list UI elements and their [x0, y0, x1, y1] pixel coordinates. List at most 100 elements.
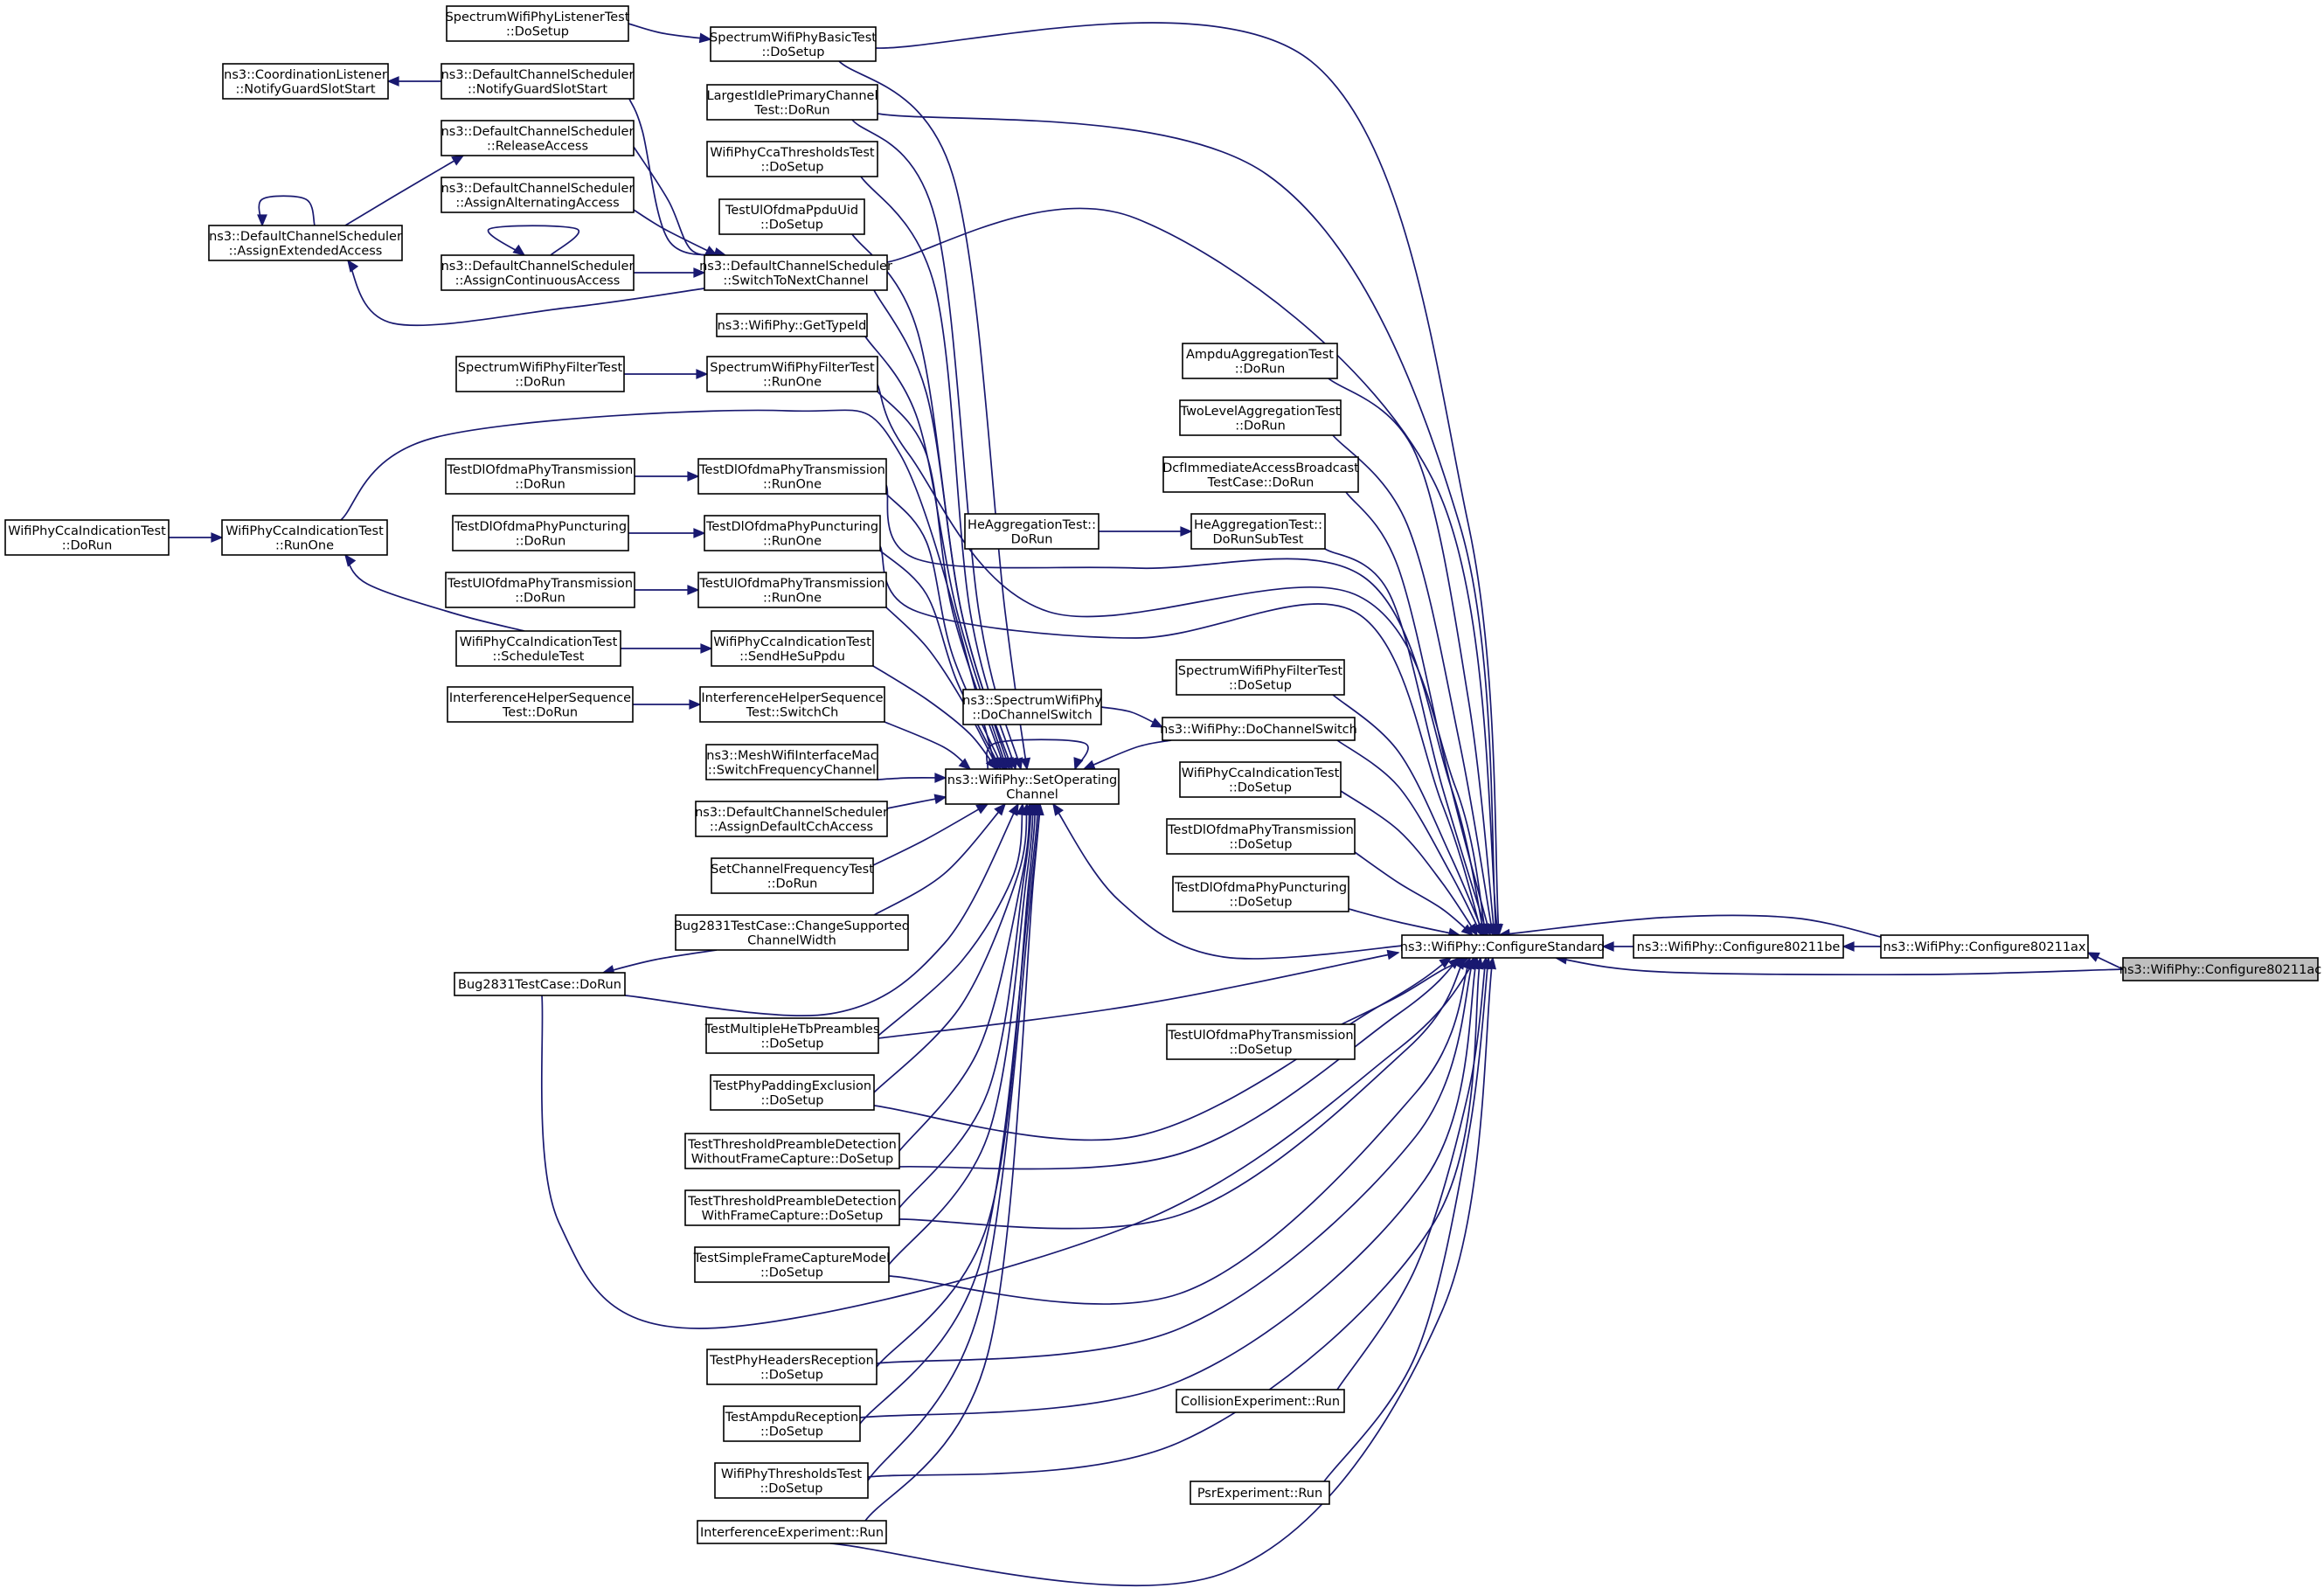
- graph-node-CcaIndDoRun[interactable]: WifiPhyCcaIndicationTest::DoRun: [4, 519, 170, 556]
- edge-AmpduAgg-to-ConfStd: [1328, 378, 1495, 936]
- node-label-line: TestAmpduReception: [725, 1411, 858, 1425]
- graph-node-AmpduAgg[interactable]: AmpduAggregationTest::DoRun: [1182, 343, 1338, 379]
- edge-WPDoChSwitch-to-ConfStd: [1336, 739, 1482, 936]
- edge-CcaSched-to-CcaIndRunOne: [344, 554, 525, 632]
- graph-node-UlPpduUid[interactable]: TestUlOfdmaPpduUid::DoSetup: [718, 198, 865, 235]
- graph-node-MeshSwitch[interactable]: ns3::MeshWifiInterfaceMac::SwitchFrequen…: [705, 744, 878, 780]
- graph-node-UlTxRunOne[interactable]: TestUlOfdmaPhyTransmission::RunOne: [697, 572, 887, 608]
- graph-node-DCSAssignDef[interactable]: ns3::DefaultChannelScheduler::AssignDefa…: [695, 801, 888, 837]
- graph-node-CcaThreshSetup[interactable]: WifiPhyCcaThresholdsTest::DoSetup: [706, 141, 878, 177]
- graph-node-AmpduRx[interactable]: TestAmpduReception::DoSetup: [723, 1405, 861, 1442]
- node-label-line: ns3::WifiPhy::ConfigureStandard: [1400, 940, 1605, 954]
- graph-node-WPDoChSwitch[interactable]: ns3::WifiPhy::DoChannelSwitch: [1160, 717, 1357, 741]
- graph-node-SWPListenerSetup[interactable]: SpectrumWifiPhyListenerTest::DoSetup: [446, 5, 630, 42]
- graph-node-Conf11be[interactable]: ns3::WifiPhy::Configure80211be: [1633, 934, 1844, 959]
- graph-node-SWPFilterRunOne[interactable]: SpectrumWifiPhyFilterTest::RunOne: [706, 356, 878, 392]
- graph-node-GetTypeId[interactable]: ns3::WifiPhy::GetTypeId: [716, 313, 868, 337]
- graph-node-CcaSendHe[interactable]: WifiPhyCcaIndicationTest::SendHeSuPpdu: [711, 630, 874, 667]
- node-label-line: ::DoSetup: [1229, 895, 1292, 909]
- edge-ThreshNoCap-to-ConfStd: [898, 957, 1460, 1170]
- graph-node-CcaSched[interactable]: WifiPhyCcaIndicationTest::ScheduleTest: [455, 630, 621, 667]
- graph-node-DlPuncDoRun[interactable]: TestDlOfdmaPhyPuncturing::DoRun: [452, 515, 629, 551]
- graph-node-ConfStd[interactable]: ns3::WifiPhy::ConfigureStandard: [1400, 934, 1605, 959]
- graph-node-CcaIndRunOne[interactable]: WifiPhyCcaIndicationTest::RunOne: [221, 519, 388, 556]
- node-label-line: TestThresholdPreambleDetection: [687, 1195, 897, 1209]
- graph-node-Conf11ax[interactable]: ns3::WifiPhy::Configure80211ax: [1880, 934, 2089, 959]
- node-label-line: TestDlOfdmaPhyTransmission: [698, 463, 885, 477]
- edge-DCSSwitchNext-to-DCSAssignExt: [347, 260, 705, 327]
- node-label-line: DoRun: [1011, 532, 1053, 546]
- arrowhead-DlTxSetup-to-ConfStd: [1460, 924, 1474, 937]
- graph-node-Bug2831Change[interactable]: Bug2831TestCase::ChangeSupportedChannelW…: [674, 914, 910, 951]
- graph-node-SetChFreq[interactable]: SetChannelFrequencyTest::DoRun: [711, 857, 874, 894]
- node-box: [1190, 513, 1326, 550]
- graph-node-HeAggSub[interactable]: HeAggregationTest::DoRunSubTest: [1190, 513, 1326, 550]
- edge-InterfExp-to-ConfStd: [829, 957, 1494, 1587]
- node-box: [695, 801, 888, 837]
- node-box: [945, 768, 1120, 805]
- graph-node-UlTxSetup[interactable]: TestUlOfdmaPhyTransmission::DoSetup: [1166, 1023, 1356, 1060]
- node-box: [4, 519, 170, 556]
- graph-node-TwoLevelAgg[interactable]: TwoLevelAggregationTest::DoRun: [1179, 399, 1342, 436]
- graph-node-ThreshNoCap[interactable]: TestThresholdPreambleDetectionWithoutFra…: [684, 1133, 900, 1169]
- node-box: [445, 458, 635, 495]
- graph-node-DlTxSetup[interactable]: TestDlOfdmaPhyTransmission::DoSetup: [1166, 818, 1356, 855]
- graph-node-DlPuncSetup[interactable]: TestDlOfdmaPhyPuncturing::DoSetup: [1172, 876, 1349, 912]
- node-label-line: TestUlOfdmaPpduUid: [725, 204, 858, 218]
- graph-node-SWPFilterDoRun[interactable]: SpectrumWifiPhyFilterTest::DoRun: [455, 356, 625, 392]
- node-label-line: ::DoSetup: [1229, 678, 1292, 692]
- graph-node-InterfExp[interactable]: InterferenceExperiment::Run: [697, 1520, 887, 1544]
- node-box: [1182, 343, 1338, 379]
- graph-node-PhyHeaders[interactable]: TestPhyHeadersReception::DoSetup: [706, 1349, 878, 1385]
- arrowhead-SWPFilterDoRun-to-SWPFilterRunOne: [696, 369, 709, 379]
- arrowhead-CcaIndDoRun-to-CcaIndRunOne: [211, 532, 224, 543]
- graph-node-SWPDoChSwitch[interactable]: ns3::SpectrumWifiPhy::DoChannelSwitch: [962, 689, 1102, 725]
- node-label-line: ns3::MeshWifiInterfaceMac: [706, 749, 877, 763]
- edge-ThreshCap-to-SetOpCh: [898, 803, 1032, 1209]
- graph-node-UlTxDoRun[interactable]: TestUlOfdmaPhyTransmission::DoRun: [445, 572, 635, 608]
- graph-node-DCSSwitchNext[interactable]: ns3::DefaultChannelScheduler::SwitchToNe…: [699, 254, 892, 291]
- graph-node-HeAggDoRun[interactable]: HeAggregationTest::DoRun: [964, 513, 1100, 550]
- graph-node-PhyPadding[interactable]: TestPhyPaddingExclusion::DoSetup: [710, 1074, 875, 1111]
- node-box: [452, 515, 629, 551]
- graph-node-Conf11ac[interactable]: ns3::WifiPhy::Configure80211ac: [2119, 957, 2321, 981]
- graph-node-DlTxRunOne[interactable]: TestDlOfdmaPhyTransmission::RunOne: [697, 458, 887, 495]
- graph-node-CoordListener[interactable]: ns3::CoordinationListener::NotifyGuardSl…: [222, 63, 389, 100]
- node-label-line: ::DoSetup: [760, 1093, 823, 1107]
- graph-node-PhyThresholds[interactable]: WifiPhyThresholdsTest::DoSetup: [714, 1462, 869, 1499]
- graph-node-DlTxDoRun[interactable]: TestDlOfdmaPhyTransmission::DoRun: [445, 458, 635, 495]
- node-label-line: Channel: [1006, 787, 1058, 801]
- node-box: [699, 686, 885, 723]
- node-label-line: ns3::SpectrumWifiPhy: [962, 694, 1102, 708]
- graph-node-SWPFilterSetup[interactable]: SpectrumWifiPhyFilterTest::DoSetup: [1176, 659, 1345, 696]
- graph-node-DCSAssignExt[interactable]: ns3::DefaultChannelScheduler::AssignExte…: [208, 225, 403, 261]
- graph-node-Bug2831DoRun[interactable]: Bug2831TestCase::DoRun: [454, 972, 626, 996]
- graph-node-DCSAssignCont[interactable]: ns3::DefaultChannelScheduler::AssignCont…: [441, 254, 635, 291]
- node-label-line: HeAggregationTest::: [968, 518, 1096, 532]
- graph-node-PsrExp[interactable]: PsrExperiment::Run: [1190, 1481, 1330, 1505]
- graph-node-DlPuncRunOne[interactable]: TestDlOfdmaPhyPuncturing::RunOne: [704, 515, 881, 551]
- edge-DlPuncRunOne-to-SetOpCh: [879, 550, 1002, 770]
- graph-node-DCSNotifyGuard[interactable]: ns3::DefaultChannelScheduler::NotifyGuar…: [441, 63, 635, 100]
- node-label-line: ::DoSetup: [1229, 837, 1292, 851]
- node-label-line: ns3::WifiPhy::GetTypeId: [718, 319, 867, 333]
- graph-node-ThreshCap[interactable]: TestThresholdPreambleDetectionWithFrameC…: [684, 1189, 900, 1226]
- graph-node-CcaIndSetup[interactable]: WifiPhyCcaIndicationTest::DoSetup: [1179, 761, 1342, 798]
- node-label-line: ns3::DefaultChannelScheduler: [441, 125, 635, 139]
- node-label-line: TestThresholdPreambleDetection: [687, 1138, 897, 1152]
- graph-node-MultiHeTb[interactable]: TestMultipleHeTbPreambles::DoSetup: [704, 1017, 880, 1054]
- graph-node-CollisionExp[interactable]: CollisionExperiment::Run: [1176, 1389, 1345, 1413]
- arrowhead-InterfExp-to-ConfStd: [1486, 956, 1497, 970]
- node-box: [222, 63, 389, 100]
- graph-node-DCSAssignAlt[interactable]: ns3::DefaultChannelScheduler::AssignAlte…: [441, 177, 635, 213]
- graph-node-DCSRelease[interactable]: ns3::DefaultChannelScheduler::ReleaseAcc…: [441, 120, 635, 156]
- graph-node-SimpleFC[interactable]: TestSimpleFrameCaptureModel::DoSetup: [693, 1246, 890, 1283]
- node-label-line: PsrExperiment::Run: [1197, 1487, 1322, 1501]
- graph-node-SWPBasicSetup[interactable]: SpectrumWifiPhyBasicTest::DoSetup: [710, 26, 877, 62]
- edge-IHSeqSwitch-to-SetOpCh: [884, 721, 971, 770]
- graph-node-DcfImm[interactable]: DcfImmediateAccessBroadcastTestCase::DoR…: [1162, 456, 1359, 493]
